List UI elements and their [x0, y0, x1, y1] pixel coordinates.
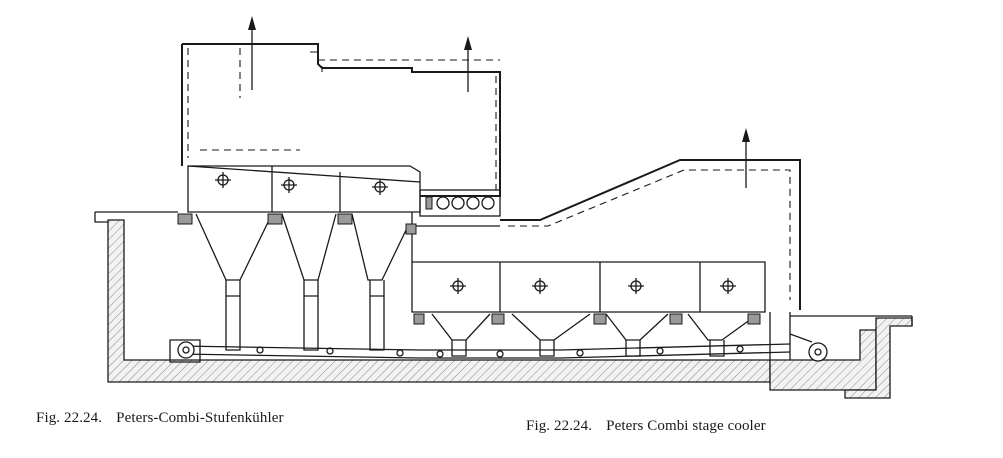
- drag-conveyor: [169, 312, 828, 363]
- exhaust-arrow-1: [248, 16, 256, 90]
- caption-german-text: Peters-Combi-Stufenkühler: [116, 410, 284, 426]
- cooler-diagram: [94, 16, 913, 399]
- exhaust-arrows: [248, 16, 750, 188]
- lower-housing: [411, 159, 801, 313]
- upper-housing: [181, 43, 501, 213]
- fan-row: [419, 189, 501, 217]
- caption-english: Fig. 22.24. Peters Combi stage cooler: [526, 418, 766, 435]
- upper-hoppers: [177, 213, 417, 351]
- caption-english-text: Peters Combi stage cooler: [606, 418, 766, 434]
- cooler-drawing: [94, 16, 913, 399]
- caption-english-number: Fig. 22.24.: [526, 418, 593, 434]
- caption-german: Fig. 22.24. Peters-Combi-Stufenkühler: [36, 410, 284, 427]
- lower-hoppers: [413, 313, 761, 357]
- exhaust-arrow-3: [742, 128, 750, 188]
- exhaust-arrow-2: [464, 36, 472, 92]
- caption-german-number: Fig. 22.24.: [36, 410, 103, 426]
